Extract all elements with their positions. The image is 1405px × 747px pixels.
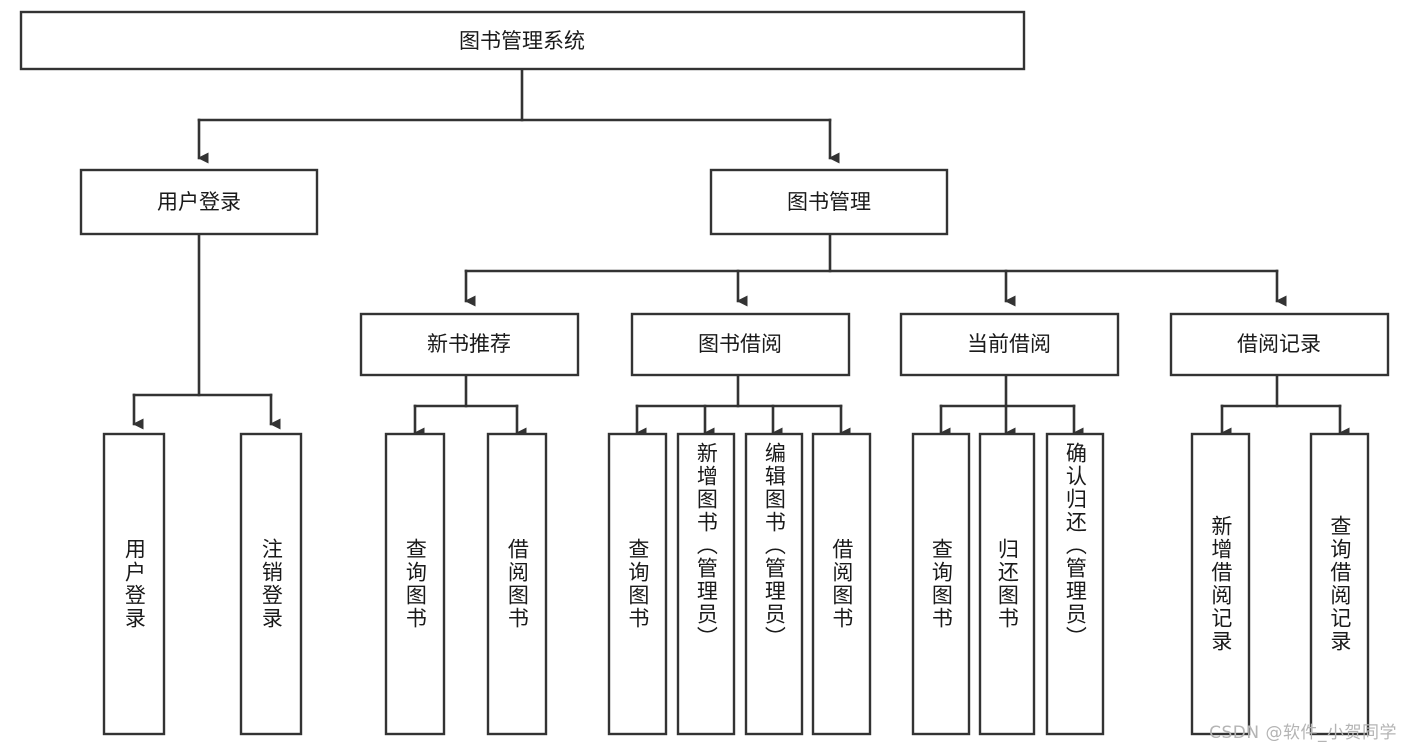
node-label-new-book-recommend: 新书推荐 — [427, 332, 511, 356]
node-label-user-login: 用户登录 — [157, 190, 241, 214]
connector-borrow-to-leaves — [635, 373, 851, 439]
connector-user-login-to-leaves — [132, 232, 281, 430]
node-label-current-borrow: 当前借阅 — [967, 332, 1051, 356]
connector-current-to-leaves — [939, 373, 1084, 439]
node-borrow-record[interactable]: 借阅记录 — [1169, 312, 1390, 377]
connector-root-to-level2 — [197, 67, 840, 164]
node-label-root: 图书管理系统 — [459, 29, 585, 53]
leaf-box-recommend-query-book[interactable] — [384, 432, 446, 736]
node-book-borrow[interactable]: 图书借阅 — [630, 312, 851, 377]
leaf-box-recommend-borrow-book[interactable] — [486, 432, 548, 736]
leaf-box-borrow-borrow-book[interactable] — [811, 432, 872, 736]
node-book-management[interactable]: 图书管理 — [709, 168, 949, 236]
leaf-box-user-login-logout[interactable] — [239, 432, 303, 736]
node-user-login[interactable]: 用户登录 — [79, 168, 319, 236]
connector-record-to-leaves — [1220, 373, 1350, 439]
csdn-watermark: CSDN @软件_小贺同学 — [1209, 723, 1397, 743]
leaf-box-current-return-book[interactable] — [978, 432, 1036, 736]
node-current-borrow[interactable]: 当前借阅 — [899, 312, 1120, 377]
leaf-box-borrow-query-book[interactable] — [607, 432, 668, 736]
leaf-box-user-login-login[interactable] — [102, 432, 166, 736]
leaf-box-record-query-record[interactable] — [1309, 432, 1370, 736]
leaf-box-borrow-add-book[interactable] — [676, 432, 736, 736]
node-label-book-management: 图书管理 — [787, 190, 871, 214]
node-label-book-borrow: 图书借阅 — [698, 332, 782, 356]
connector-book-mgmt-to-level3 — [464, 232, 1287, 307]
node-root-book-management-system[interactable]: 图书管理系统 — [19, 10, 1026, 71]
leaf-box-record-add-record[interactable] — [1190, 432, 1251, 736]
leaf-box-current-confirm-return[interactable] — [1045, 432, 1105, 736]
node-label-borrow-record: 借阅记录 — [1237, 332, 1321, 356]
leaf-box-borrow-edit-book[interactable] — [744, 432, 804, 736]
connector-recommend-to-leaves — [413, 373, 527, 439]
leaf-box-current-query-book[interactable] — [911, 432, 971, 736]
node-new-book-recommend[interactable]: 新书推荐 — [359, 312, 580, 377]
